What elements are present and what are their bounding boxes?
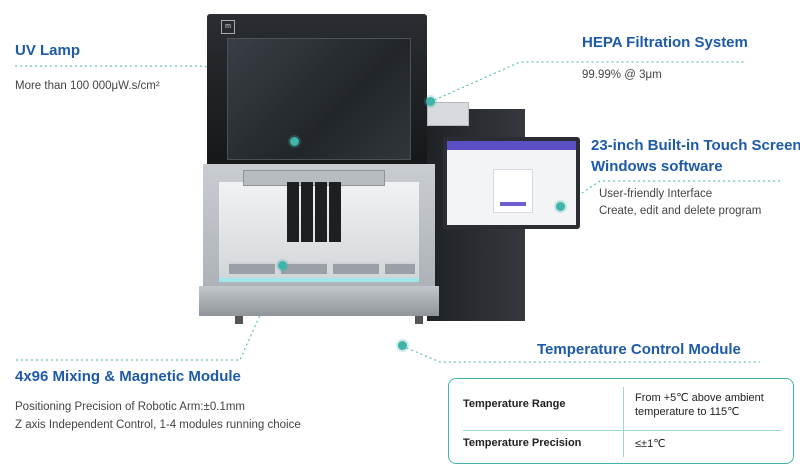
table-cell-value: temperature to 115℃ [635, 406, 740, 418]
robotic-gantry [243, 170, 385, 186]
touch-screen-title-line2: Windows software [591, 158, 723, 175]
magnetic-module [315, 182, 327, 242]
touch-screen-desc-line2: Create, edit and delete program [599, 205, 762, 217]
table-cell-value: From +5℃ above ambient [635, 392, 764, 404]
hepa-filter-housing [427, 102, 469, 126]
screen-title-bar [447, 141, 576, 150]
temperature-title: Temperature Control Module [537, 341, 741, 358]
hepa-desc: 99.99% @ 3μm [582, 69, 662, 81]
plate [229, 262, 275, 274]
screen-login-button [500, 202, 526, 206]
hood-window [227, 38, 411, 160]
uv-lamp-desc: More than 100 000μW.s/cm² [15, 80, 160, 92]
plate [333, 262, 379, 274]
uv-lamp-marker [290, 137, 299, 146]
touch-screen-title-line1: 23-inch Built-in Touch Screen, [591, 137, 800, 154]
machine-illustration: m [195, 14, 525, 326]
temperature-marker [398, 341, 407, 350]
touch-screen-marker [556, 202, 565, 211]
hepa-marker [426, 97, 435, 106]
mixing-module-title: 4x96 Mixing & Magnetic Module [15, 368, 241, 385]
machine-base [199, 286, 439, 316]
table-divider-vertical [623, 387, 624, 457]
temperature-spec-table: Temperature Range From +5℃ above ambient… [448, 378, 794, 464]
machine-hood: m [207, 14, 427, 182]
uv-lamp-title: UV Lamp [15, 42, 81, 59]
mixing-module-desc-line1: Positioning Precision of Robotic Arm:±0.… [15, 401, 246, 413]
mixing-module-desc-line2: Z axis Independent Control, 1-4 modules … [15, 419, 301, 431]
screen-login-card [493, 169, 533, 213]
touch-screen-desc-line1: User-friendly Interface [599, 188, 713, 200]
machine-foot [415, 316, 423, 324]
magnetic-module [301, 182, 313, 242]
magnetic-module [287, 182, 299, 242]
table-cell-label: Temperature Range [463, 398, 566, 410]
table-cell-value: ≤±1℃ [635, 438, 666, 450]
uv-light-strip [219, 278, 419, 282]
table-cell-label: Temperature Precision [463, 437, 582, 449]
table-divider-horizontal [463, 430, 781, 431]
mixing-module-marker [278, 261, 287, 270]
brand-logo: m [221, 20, 235, 34]
plate [385, 262, 415, 274]
plate [281, 262, 327, 274]
touch-screen-illustration [443, 137, 580, 229]
magnetic-module [329, 182, 341, 242]
machine-foot [235, 316, 243, 324]
screen-display [447, 141, 576, 225]
hepa-title: HEPA Filtration System [582, 34, 748, 51]
